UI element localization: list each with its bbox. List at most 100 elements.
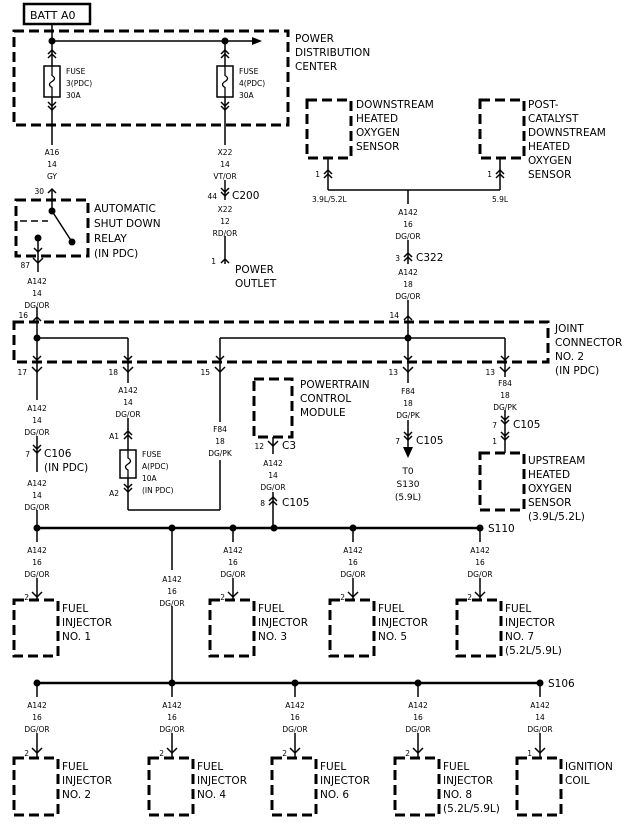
wire-label: 14 <box>268 471 278 480</box>
upstream-o2-label: SENSOR <box>528 497 571 509</box>
power-outlet-label: POWER <box>235 264 274 276</box>
wire-label: 18 <box>403 280 413 289</box>
connector-y-symbol <box>214 366 226 374</box>
connector-y-symbol <box>31 747 43 755</box>
fuel-injector-label: (5.2L/5.9L) <box>443 803 500 815</box>
wire-label: 16 <box>167 587 177 596</box>
wire-label: GY <box>47 172 57 181</box>
connector-chevron-down <box>32 448 42 455</box>
post-cat-o2-label: SENSOR <box>528 169 571 181</box>
wire-label: DG/OR <box>340 570 365 579</box>
connector-label: (IN PDC) <box>44 462 88 474</box>
connector-chevron-down <box>500 419 510 426</box>
pdc-label: POWER <box>295 33 334 45</box>
fuse-label: 30A <box>239 91 255 100</box>
fuse-label: 30A <box>66 91 82 100</box>
fuel-injector-label: NO. 3 <box>258 631 287 643</box>
connector-y-symbol <box>474 591 486 599</box>
wire-label: DG/PK <box>493 403 518 412</box>
connector-chevron-down <box>32 355 42 362</box>
fuel-injector-box <box>270 756 318 817</box>
connector-chevron-down <box>500 435 510 442</box>
wire-label: 14 <box>220 160 230 169</box>
fuel-injector-label: INJECTOR <box>320 775 370 787</box>
pin-label: 7 <box>25 450 30 459</box>
wire-label: RD/OR <box>213 229 238 238</box>
fuel-injector-label: FUEL <box>258 603 284 615</box>
fuel-injector-label: INJECTOR <box>378 617 428 629</box>
pin-label: 30 <box>34 187 44 196</box>
pcm-label: CONTROL <box>300 393 351 405</box>
joint-connector-label: NO. 2 <box>555 351 584 363</box>
connector-y-symbol <box>289 747 301 755</box>
joint-connector-box <box>12 320 550 364</box>
pin-label: 44 <box>207 192 217 201</box>
ignition-coil-label: IGNITION <box>565 761 613 773</box>
connector-y-symbol <box>412 747 424 755</box>
wire-label: DG/PK <box>396 411 421 420</box>
post-catalyst-o2-sensor-box <box>478 98 526 160</box>
fuel-injector-box <box>393 756 441 817</box>
pin-label: 13 <box>485 368 495 377</box>
fuel-injector-box <box>455 598 503 658</box>
fuel-injector-label: INJECTOR <box>258 617 308 629</box>
wire-label: A142 <box>285 701 305 710</box>
connector-y-symbol <box>267 440 279 448</box>
fuel-injector-label: INJECTOR <box>197 775 247 787</box>
pin-label: 17 <box>17 368 27 377</box>
connector-chevron-down <box>403 355 413 362</box>
downstream-o2-label: SENSOR <box>356 141 399 153</box>
pin-label: 2 <box>24 593 29 602</box>
connector-chevron-up <box>323 168 333 175</box>
wire-label: A142 <box>27 404 47 413</box>
wire-label: A142 <box>343 546 363 555</box>
connector-y-symbol <box>534 747 546 755</box>
connector-chevron-up <box>495 168 505 175</box>
joint-connector-label: (IN PDC) <box>555 365 599 377</box>
fuse-label: FUSE <box>239 67 259 76</box>
pin-label: 12 <box>254 442 264 451</box>
connector-chevron-up <box>268 495 278 502</box>
fuse-element <box>221 66 229 97</box>
pin-label: 16 <box>18 311 28 320</box>
connector-chevron-up <box>403 314 413 321</box>
pin-label: 2 <box>405 749 410 758</box>
wire-label: A142 <box>530 701 550 710</box>
wire-label: A142 <box>470 546 490 555</box>
connector-y-symbol <box>347 591 359 599</box>
joint-connector-label: JOINT <box>554 323 584 335</box>
connector-chevron-down <box>215 355 225 362</box>
splice-reference-label: T0 <box>401 467 413 477</box>
upstream-o2-label: UPSTREAM <box>528 455 585 467</box>
upstream-o2-label: OXYGEN <box>528 483 572 495</box>
fuel-injector-box <box>147 756 195 817</box>
engine-variant-label: 5.9L <box>492 195 509 204</box>
pin-label: 1 <box>487 170 492 179</box>
connector-chevron-down <box>33 247 43 254</box>
splice-reference-label: S130 <box>397 480 420 490</box>
fuel-injector-label: FUEL <box>197 761 223 773</box>
wire-label: DG/OR <box>405 725 430 734</box>
fuel-injector-label: NO. 1 <box>62 631 91 643</box>
wire-label: 16 <box>32 558 42 567</box>
connector-y-symbol <box>31 366 43 374</box>
pin-label: 1 <box>315 170 320 179</box>
fuel-injector-label: FUEL <box>320 761 346 773</box>
pin-label: 1 <box>492 437 497 446</box>
wire-label: 16 <box>403 220 413 229</box>
wire-label: 16 <box>413 713 423 722</box>
pin-label: 2 <box>220 593 225 602</box>
wire-label: A142 <box>27 277 47 286</box>
wire-label: DG/OR <box>159 725 184 734</box>
asd-relay-label: (IN PDC) <box>94 248 138 260</box>
connector-chevron-up <box>220 48 230 55</box>
connector-chevron-down <box>220 191 230 198</box>
connector-chevron-up <box>47 52 57 59</box>
connector-label: C3 <box>282 440 296 452</box>
fuse-element <box>48 66 56 97</box>
connector-label: C105 <box>282 497 309 509</box>
connector-label: C105 <box>513 419 540 431</box>
wire <box>51 210 73 243</box>
upstream-o2-label: HEATED <box>528 469 570 481</box>
wire-label: A142 <box>118 386 138 395</box>
